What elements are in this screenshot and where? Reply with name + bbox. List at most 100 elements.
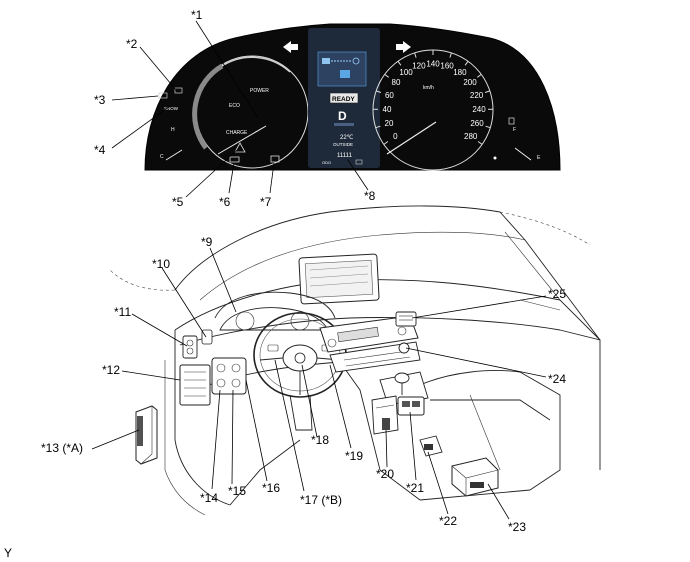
callout-21: *21 (406, 481, 424, 495)
callout-8: *8 (364, 189, 376, 203)
indicator-light-3 (158, 92, 168, 99)
callout-14: *14 (200, 491, 218, 505)
callout-11: *11 (114, 305, 131, 319)
charge-label: CHARGE (226, 130, 248, 136)
speed-tick-mark (477, 141, 483, 145)
speed-tick-mark (477, 73, 482, 78)
callout-2: *2 (126, 37, 138, 51)
leader-lines (91, 20, 547, 520)
speed-tick-label: 200 (463, 78, 477, 87)
speed-tick-label: 60 (385, 91, 394, 100)
fuel-empty-label: E (537, 155, 541, 161)
indicator-light-2 (174, 87, 183, 94)
warning-triangle-icon (234, 142, 246, 153)
engine-icon (229, 156, 240, 163)
callout-25: *25 (548, 287, 566, 301)
speed-tick-mark (375, 90, 382, 93)
fuel-full-label: F (513, 127, 516, 133)
callout-24: *24 (548, 372, 566, 386)
figure-mark: Y (4, 546, 12, 560)
meter-outline (219, 307, 329, 331)
callout-10: *10 (152, 257, 170, 271)
callout-9: *9 (201, 235, 213, 249)
callout-labels: *1 *2 *3 *4 *5 *6 *7 *8 *9 *10 *11 *12 *… (41, 8, 566, 534)
speed-tick-label: 100 (399, 68, 413, 77)
module-23 (451, 457, 499, 497)
speed-tick-label: 140 (426, 60, 440, 69)
speedometer-needle (386, 121, 437, 155)
speed-tick-mark (397, 61, 402, 66)
combination-meter: POWER ECO CHARGE SNOW H C READY D 22℃ OU… (144, 23, 561, 171)
callout-12: *12 (102, 363, 120, 377)
speed-tick-label: 240 (472, 105, 486, 114)
callout-4: *4 (94, 143, 106, 157)
turn-left-arrow-icon (283, 41, 298, 53)
speed-tick-label: 80 (392, 78, 401, 87)
callout-13: *13 (*A) (41, 441, 83, 455)
outside-label: OUTSIDE (333, 142, 353, 147)
fuel-mini-icon (355, 159, 363, 165)
power-meter-needle (217, 125, 267, 155)
callout-3: *3 (94, 93, 106, 107)
callout-16: *16 (262, 481, 280, 495)
center-stack (319, 311, 421, 373)
fuel-pump-icon (508, 117, 515, 125)
speed-tick-label: 160 (440, 62, 454, 71)
speed-tick-label: 260 (470, 119, 484, 128)
shift-position: D (338, 109, 347, 123)
eco-label: ECO (229, 103, 240, 109)
callout-20: *20 (376, 467, 394, 481)
speed-tick-label: 280 (464, 132, 478, 141)
module-22 (419, 435, 443, 457)
left-junction-block (179, 364, 211, 406)
speed-tick-mark (464, 61, 469, 66)
speed-tick-mark (414, 52, 417, 58)
vehicle-interior (109, 205, 601, 516)
callout-22: *22 (439, 514, 457, 528)
callout-18: *18 (311, 433, 329, 447)
speed-tick-mark (383, 141, 389, 145)
speed-unit: km/h (423, 85, 434, 91)
temp-hot-label: H (171, 127, 175, 133)
energy-monitor-display (317, 51, 367, 87)
temp-needle (165, 149, 183, 161)
callout-15: *15 (228, 484, 246, 498)
speed-tick-mark (485, 125, 491, 129)
callout-5: *5 (172, 195, 184, 209)
instrument-hood (214, 291, 336, 319)
callout-6: *6 (219, 195, 231, 209)
shift-assembly (371, 371, 429, 435)
speed-tick-label: 0 (393, 132, 398, 141)
odo-label: ODO (322, 160, 331, 165)
speed-tick-mark (449, 52, 452, 58)
ready-indicator (329, 92, 359, 104)
speed-tick-label: 120 (412, 62, 426, 71)
callout-7: *7 (260, 195, 272, 209)
odometer-value: 11111 (337, 153, 353, 159)
ready-label: READY (332, 96, 355, 103)
outside-temperature: 22℃ (340, 135, 354, 141)
module-13 (135, 405, 158, 465)
indicator-light-7 (270, 155, 280, 163)
callout-17: *17 (*B) (300, 493, 342, 507)
speed-tick-label: 20 (385, 119, 394, 128)
snow-label: SNOW (164, 106, 179, 111)
callout-1: *1 (191, 8, 203, 22)
fuel-needle (514, 147, 532, 161)
power-label: POWER (250, 88, 269, 94)
steering-pad (282, 344, 318, 372)
speed-tick-label: 40 (383, 105, 392, 114)
callout-23: *23 (508, 520, 526, 534)
temp-cold-label: C (160, 154, 164, 160)
speed-tick-label: 180 (453, 68, 467, 77)
shift-control-module (397, 396, 425, 416)
callout-19: *19 (345, 449, 363, 463)
speed-tick-mark (375, 125, 381, 129)
speed-tick-label: 220 (470, 91, 484, 100)
speed-tick-mark (384, 73, 389, 78)
left-switch-panel (179, 329, 247, 406)
speed-tick-mark (484, 90, 491, 93)
turn-right-arrow-icon (396, 41, 411, 53)
